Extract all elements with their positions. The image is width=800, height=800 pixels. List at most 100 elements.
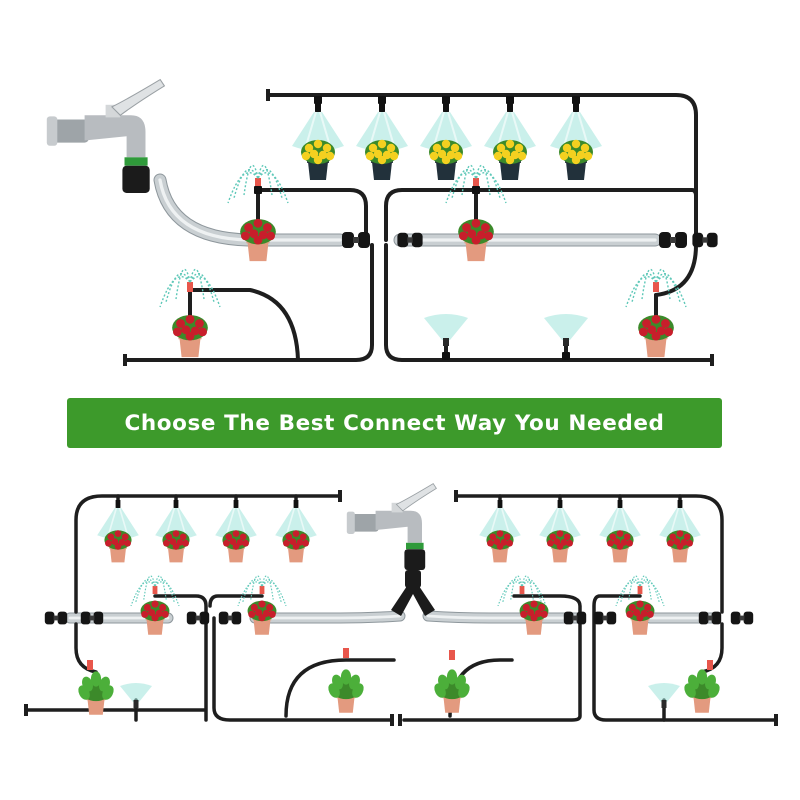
pot <box>146 619 164 635</box>
coupler-core <box>602 615 608 621</box>
leaf <box>708 683 720 698</box>
dripper-head <box>707 660 713 670</box>
pot <box>525 619 543 635</box>
water-arc <box>625 276 657 308</box>
mist-cone <box>648 683 680 702</box>
blossom <box>609 533 617 541</box>
water-arc <box>250 575 263 600</box>
water-arc <box>620 578 641 603</box>
pot <box>337 697 355 713</box>
water-arc <box>261 575 274 600</box>
pot <box>228 548 244 563</box>
nozzle-stem <box>233 500 239 508</box>
flower-pot-icon <box>546 530 574 563</box>
end-plug <box>266 89 270 101</box>
coupler-nut <box>411 232 423 248</box>
blossom <box>198 327 208 337</box>
blossom <box>377 139 387 149</box>
coupler-nut <box>576 611 587 625</box>
water-arc <box>475 172 507 204</box>
water-arc <box>257 168 283 199</box>
blossom <box>540 610 548 618</box>
blossom <box>517 151 527 161</box>
end-plug <box>390 714 394 726</box>
tube-coupler-icon <box>186 611 210 625</box>
water-arc <box>227 172 259 204</box>
blossom <box>253 218 263 228</box>
blossom <box>377 155 387 165</box>
mist-streak <box>107 507 129 536</box>
water-arc <box>261 581 287 607</box>
flower-pot-icon <box>493 139 527 180</box>
pot <box>372 162 392 180</box>
water-arc <box>475 164 491 196</box>
blossom <box>141 610 149 618</box>
garden-hose <box>153 173 662 247</box>
flower-pot-icon <box>606 530 634 563</box>
mist-sprayer-icon <box>120 683 152 708</box>
blossom <box>556 530 564 537</box>
drip-tube <box>654 243 698 297</box>
coupler-nut <box>57 611 68 625</box>
leaf <box>90 671 102 687</box>
mist-cone <box>356 112 408 151</box>
dripper-head <box>152 586 158 594</box>
pot <box>443 697 461 713</box>
water-arc <box>521 575 534 600</box>
water-arc <box>130 581 156 607</box>
blossom <box>292 530 300 537</box>
coupler-nut <box>692 232 704 248</box>
water-arc <box>631 272 657 303</box>
hose-highlight <box>158 178 657 242</box>
mist-cone <box>539 508 581 540</box>
flower-pot-icon <box>104 530 132 563</box>
mist-sprayer-icon <box>648 683 680 708</box>
pot <box>693 697 711 713</box>
water-arc <box>521 578 542 603</box>
faucet-body <box>84 115 146 158</box>
tube-coupler-icon <box>80 611 104 625</box>
water-arc <box>655 272 681 303</box>
coupler-nut <box>593 611 604 625</box>
water-arc <box>237 581 263 607</box>
mist-cone <box>97 508 139 540</box>
leaf <box>102 685 114 700</box>
drip-tube <box>402 594 582 722</box>
coupler-core <box>53 615 59 621</box>
flower-pot-icon <box>519 600 549 635</box>
mist-cone <box>155 508 197 540</box>
blossom <box>669 533 677 541</box>
blossom <box>673 538 681 545</box>
coupler-core <box>670 237 676 243</box>
blossom <box>365 151 375 161</box>
nozzle-stem <box>443 338 449 346</box>
blossom <box>556 543 564 550</box>
mist-cone <box>599 508 641 540</box>
faucet-handle <box>111 78 166 116</box>
blossom <box>124 539 131 547</box>
fountain-dripper-icon <box>497 575 547 607</box>
drip-tube <box>74 494 342 614</box>
coupler-nut <box>675 232 687 248</box>
flower-pot-icon <box>172 314 208 358</box>
tube-coupler-icon <box>593 611 617 625</box>
blossom <box>661 319 670 328</box>
blossom <box>151 600 159 608</box>
coupler-core <box>707 615 713 621</box>
blossom <box>143 603 151 612</box>
hose-connector <box>406 542 424 550</box>
flower-pot-icon <box>365 139 399 180</box>
pot <box>672 548 688 563</box>
coupler-nut <box>358 232 370 248</box>
mist-sprayer-icon <box>97 500 139 563</box>
splitter-inlet <box>405 570 421 588</box>
water-arc <box>189 276 221 308</box>
blossom <box>628 603 636 612</box>
faucet-icon <box>46 78 166 193</box>
dripper-head <box>519 586 525 594</box>
leaf <box>352 683 364 698</box>
water-arc <box>242 578 263 603</box>
flower-pot-icon <box>328 669 364 713</box>
nozzle-stem <box>133 700 139 708</box>
faucet-icon <box>346 483 437 570</box>
